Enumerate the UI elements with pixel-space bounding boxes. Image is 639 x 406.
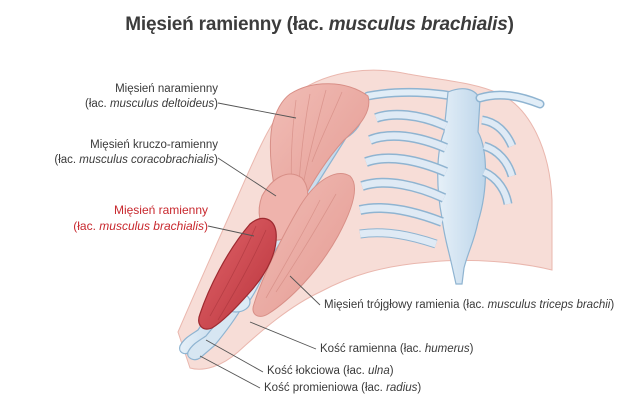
label-deltoid: Mięsień naramienny (łac. musculus deltoi… [30,82,218,112]
title-close: ) [507,14,514,35]
triceps-muscle [252,173,355,317]
label-coracobrachialis: Mięsień kruczo-ramienny (łac. musculus c… [18,138,218,168]
title-main: Mięsień ramienny (łac. [125,14,329,35]
diagram-title: Mięsień ramienny (łac. musculus brachial… [0,14,639,36]
label-brachialis-latin: (łac. musculus brachialis) [73,219,208,233]
leader-lines [199,102,321,389]
label-brachialis: Mięsień ramienny (łac. musculus brachial… [30,202,208,234]
label-brachialis-name: Mięsień ramienny [113,203,208,217]
label-radius: Kość promieniowa (łac. radius) [264,382,422,394]
label-triceps: Mięsień trójgłowy ramienia (łac. musculu… [324,299,615,311]
title-latin: musculus brachialis [328,14,508,35]
label-humerus: Kość ramienna (łac. humerus) [320,343,474,355]
label-deltoid-name: Mięsień naramienny [115,83,218,95]
label-ulna: Kość łokciowa (łac. ulna) [267,365,394,377]
label-coraco-latin: (łac. musculus coracobrachialis) [54,154,218,166]
label-deltoid-latin: (łac. musculus deltoideus) [85,98,218,110]
label-coraco-name: Mięsień kruczo-ramienny [90,139,218,151]
